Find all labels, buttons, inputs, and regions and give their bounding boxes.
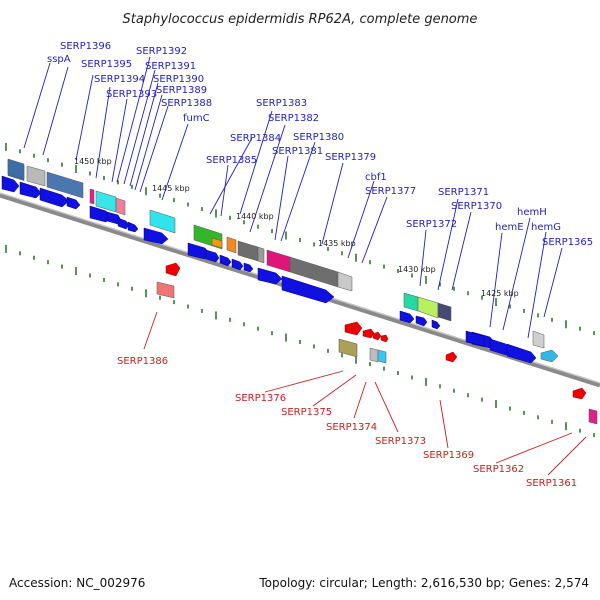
- forward-gene-label: cbf1: [365, 172, 387, 183]
- scale-label: 1430 kbp: [398, 265, 436, 274]
- reverse-gene-label: SERP1374: [326, 422, 377, 433]
- forward-gene-label: SERP1393: [106, 89, 157, 100]
- reverse-gene-label: SERP1376: [235, 393, 286, 404]
- scale-label: 1450 kbp: [74, 157, 112, 166]
- forward-gene-label: SERP1390: [153, 74, 204, 85]
- forward-gene-label: SERP1385: [206, 155, 257, 166]
- reverse-gene-label: SERP1362: [473, 464, 524, 475]
- forward-gene-label: SERP1371: [438, 187, 489, 198]
- forward-gene-label: SERP1392: [136, 46, 187, 57]
- forward-gene-label: SERP1396: [60, 41, 111, 52]
- forward-gene-label: SERP1381: [272, 146, 323, 157]
- forward-gene-label: hemG: [531, 222, 561, 233]
- reverse-feature-boxes: [156, 281, 598, 425]
- forward-gene-label: SERP1389: [156, 85, 207, 96]
- scale-label: 1440 kbp: [236, 212, 274, 221]
- forward-gene-label: SERP1395: [81, 59, 132, 70]
- reverse-gene-label: SERP1369: [423, 450, 474, 461]
- forward-gene-label: SERP1370: [451, 201, 502, 212]
- forward-gene-label: hemH: [517, 207, 547, 218]
- forward-feature-boxes-2: [7, 158, 545, 349]
- forward-gene-label: sspA: [47, 54, 71, 65]
- forward-gene-label: SERP1383: [256, 98, 307, 109]
- forward-gene-label: hemE: [495, 222, 524, 233]
- scale-label: 1425 kbp: [481, 289, 519, 298]
- accession-text: Accession: NC_002976: [9, 576, 146, 590]
- forward-cds-arrows: [1, 175, 537, 364]
- reverse-gene-label: SERP1386: [117, 356, 168, 367]
- forward-gene-label: SERP1379: [325, 152, 376, 163]
- forward-gene-label: SERP1372: [406, 219, 457, 230]
- forward-gene-label: SERP1384: [230, 133, 281, 144]
- forward-gene-label: SERP1365: [542, 237, 593, 248]
- leader-lines-forward: [23, 56, 563, 339]
- reverse-gene-label: SERP1361: [526, 478, 577, 489]
- reverse-cds-arrows: [165, 262, 587, 400]
- reverse-gene-label: SERP1373: [375, 436, 426, 447]
- tick-marks: [5, 142, 595, 438]
- reverse-gene-label: SERP1375: [281, 407, 332, 418]
- scale-label: 1445 kbp: [152, 184, 190, 193]
- forward-gene-label: fumC: [183, 113, 210, 124]
- scale-labels: 1450 kbp 1445 kbp 1440 kbp 1435 kbp 1430 kbp…: [74, 157, 519, 298]
- genome-summary-text: Topology: circular; Length: 2,616,530 bp…: [259, 576, 589, 590]
- forward-gene-label: SERP1380: [293, 132, 344, 143]
- scale-label: 1435 kbp: [318, 239, 356, 248]
- leader-lines-reverse: [143, 311, 587, 476]
- forward-gene-label: SERP1391: [145, 61, 196, 72]
- forward-gene-label: SERP1388: [161, 98, 212, 109]
- forward-gene-label: SERP1394: [94, 74, 145, 85]
- reverse-gene-labels: SERP1386SERP1376SERP1375SERP1374SERP1373…: [117, 356, 577, 489]
- map-title: Staphylococcus epidermidis RP62A, comple…: [123, 12, 478, 27]
- forward-gene-label: SERP1377: [365, 186, 416, 197]
- forward-gene-label: SERP1382: [268, 113, 319, 124]
